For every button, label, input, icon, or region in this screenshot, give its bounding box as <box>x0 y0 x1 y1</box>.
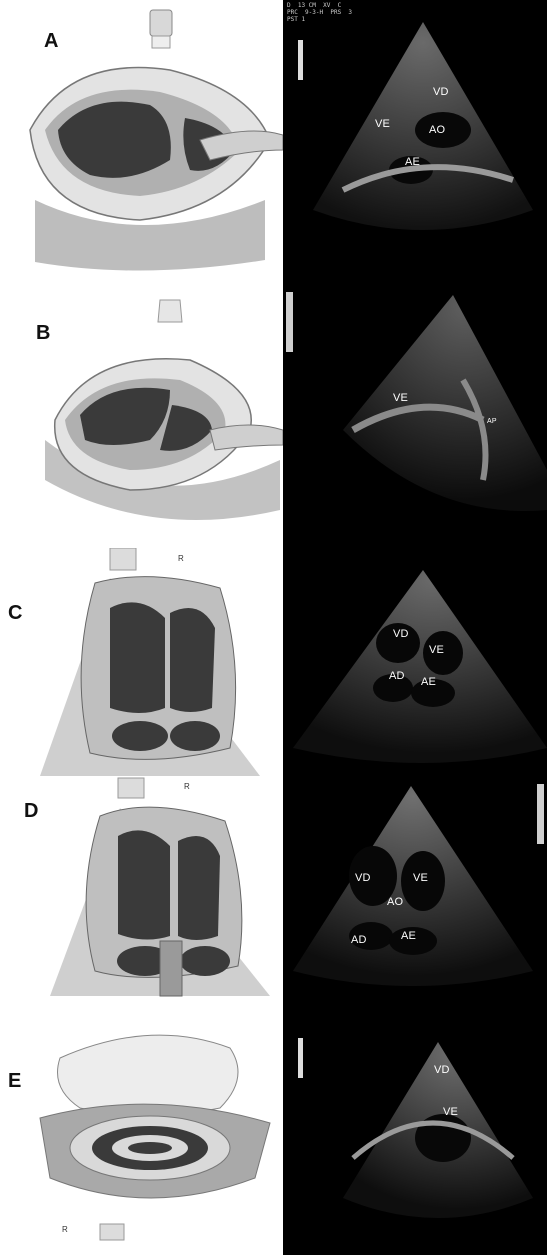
panel-e: R E VD VE <box>0 1028 547 1255</box>
panel-a: A D 13 CM XV C PRC 9-3-H PRS 3 PST 1 VD … <box>0 0 547 280</box>
label-vd: VD <box>393 628 409 640</box>
label-vd: VD <box>355 872 371 884</box>
label-ve: VE <box>443 1106 458 1118</box>
label-ae: AE <box>421 676 436 688</box>
panel-c: R C VD VE AD AE <box>0 548 547 776</box>
label-vd: VD <box>434 1064 450 1076</box>
heart-illustration-a: A <box>0 0 283 280</box>
heart-illustration-c: R C <box>0 548 283 776</box>
probe-marker: R <box>62 1225 68 1234</box>
probe-marker: R <box>184 782 190 791</box>
heart-illustration-b: B <box>0 280 283 548</box>
label-ap: AP <box>487 418 497 425</box>
panel-label: E <box>8 1070 21 1093</box>
label-ae: AE <box>405 156 420 168</box>
heart-illustration-d: R D <box>0 776 283 1028</box>
label-ve: VE <box>375 118 390 130</box>
label-ao: AO <box>387 896 403 908</box>
label-vd: VD <box>433 86 449 98</box>
probe-marker: R <box>178 554 184 563</box>
panel-label: C <box>8 602 22 625</box>
echo-image-a: D 13 CM XV C PRC 9-3-H PRS 3 PST 1 VD VE… <box>283 0 547 280</box>
panel-label: A <box>44 30 58 53</box>
label-ve: VE <box>429 644 444 656</box>
label-ve: VE <box>413 872 428 884</box>
scanner-header: D 13 CM XV C PRC 9-3-H PRS 3 PST 1 <box>287 2 352 23</box>
echo-image-c: VD VE AD AE <box>283 548 547 776</box>
echo-image-e: VD VE <box>283 1028 547 1255</box>
label-ve: VE <box>393 392 408 404</box>
echo-image-b: VE AP <box>283 280 547 548</box>
panel-label: D <box>24 800 38 823</box>
label-ao: AO <box>429 124 445 136</box>
panel-b: B VE AP <box>0 280 547 548</box>
label-ad: AD <box>389 670 405 682</box>
panel-label: B <box>36 322 50 345</box>
echo-image-d: VD VE AO AD AE <box>283 776 547 1028</box>
label-ae: AE <box>401 930 416 942</box>
label-ad: AD <box>351 934 367 946</box>
panel-d: R D VD VE AO AD AE <box>0 776 547 1028</box>
heart-illustration-e: R E <box>0 1028 283 1255</box>
